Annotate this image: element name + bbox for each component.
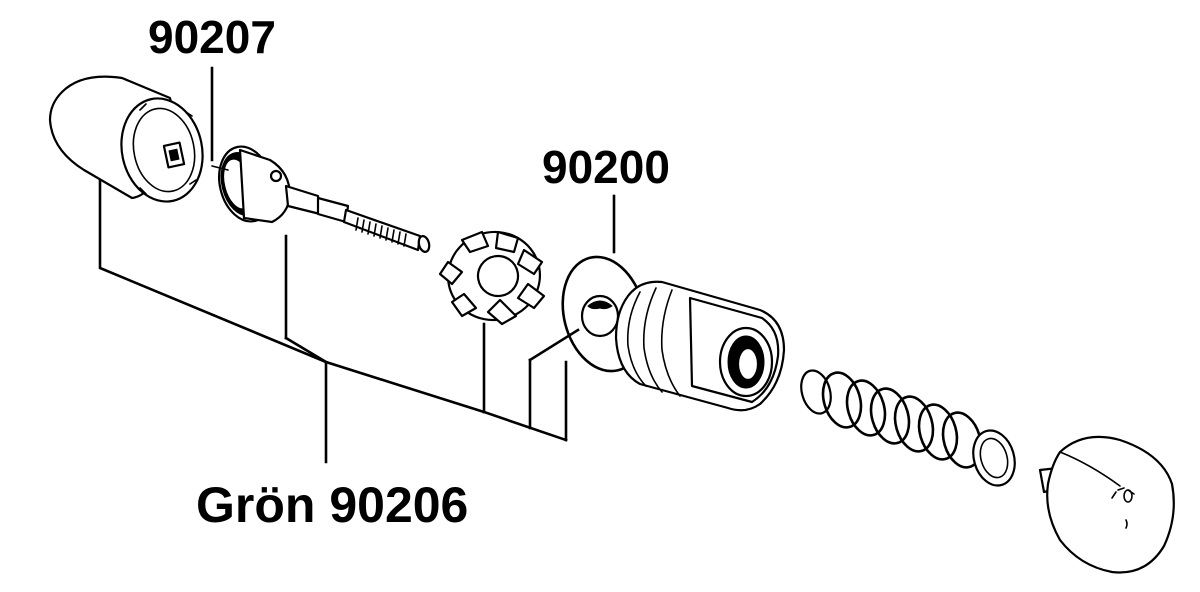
part-group-label: Grön 90206 (196, 477, 469, 533)
valve-body (614, 280, 786, 412)
knob (1038, 435, 1175, 574)
part-number-label: 90207 (148, 11, 276, 63)
leader-lines (98, 66, 616, 464)
part-number-label: 90200 (542, 141, 670, 193)
spline-adapter (438, 230, 546, 326)
spindle-headpart (211, 145, 431, 253)
cover-cap (48, 75, 204, 203)
spring (800, 369, 1016, 487)
